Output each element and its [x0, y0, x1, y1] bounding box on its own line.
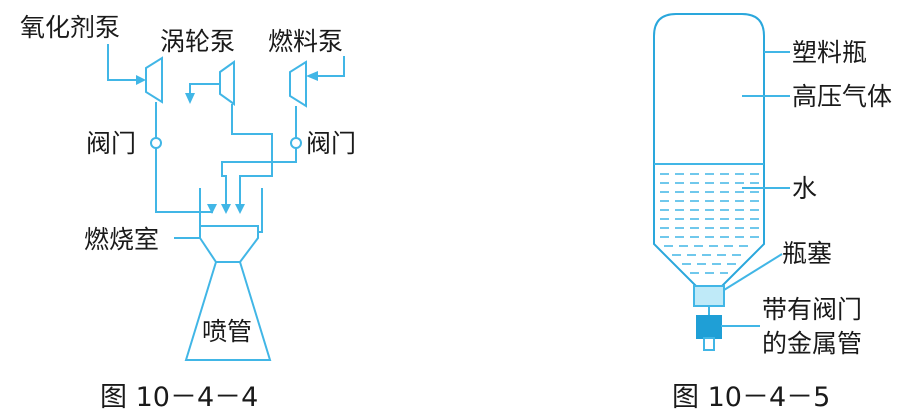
rocket-engine-diagram: 氧化剂泵 涡轮泵 燃料泵 阀门 阀门 燃烧室 喷管 图 10－4－4 [20, 13, 356, 413]
label-valve-right: 阀门 [306, 129, 356, 158]
label-stopper: 瓶塞 [782, 239, 832, 268]
nozzle-shape [184, 261, 272, 361]
label-valve-tube-line1: 带有阀门 [762, 295, 862, 324]
leader-stopper [723, 253, 783, 291]
label-high-pressure-gas: 高压气体 [792, 82, 892, 111]
label-water: 水 [792, 174, 817, 203]
fuel-pump-shape [289, 60, 307, 108]
label-fuel-pump: 燃料泵 [268, 27, 343, 56]
turbo-drive-arrow [235, 204, 245, 214]
fuel-inlet-line [316, 56, 345, 77]
valve-left-icon [150, 137, 162, 149]
tube-valve [696, 315, 722, 339]
oxidizer-pump-shape [145, 56, 163, 104]
turbo-pump-shape [219, 60, 235, 106]
label-plastic-bottle: 塑料瓶 [792, 38, 867, 67]
label-valve-tube-line2: 的金属管 [762, 329, 862, 358]
water-fill [660, 173, 760, 274]
turbo-exhaust-arrow [185, 93, 195, 104]
oxidizer-inlet-arrow [136, 75, 146, 85]
combustion-chamber-shape [199, 188, 263, 233]
oxidizer-feed-arrow [207, 204, 217, 214]
oxidizer-feed-line-bottom [155, 148, 213, 213]
valve-right-icon [290, 137, 302, 149]
metal-tube-lower [703, 337, 715, 351]
caption-left: 图 10－4－4 [100, 382, 258, 413]
fuel-feed-line-bottom [221, 148, 297, 206]
oxidizer-inlet-line [107, 44, 138, 81]
combustion-chamber-body [199, 226, 259, 263]
fuel-feed-arrow [221, 204, 231, 214]
turbo-exhaust-line [189, 83, 220, 94]
label-valve-left: 阀门 [86, 129, 136, 158]
label-nozzle: 喷管 [202, 317, 252, 346]
label-combustion-chamber: 燃烧室 [84, 225, 159, 254]
caption-right: 图 10－4－5 [672, 382, 830, 413]
bottle-stopper [693, 285, 725, 307]
label-turbo-pump: 涡轮泵 [160, 27, 235, 56]
bottle-diagram: 塑料瓶 高压气体 水 瓶塞 带有阀门 的金属管 图 10－4－5 [653, 13, 892, 413]
turbo-drive-line [231, 104, 273, 206]
plastic-bottle-shape [653, 13, 765, 287]
fuel-inlet-arrow [306, 71, 318, 81]
label-oxidizer-pump: 氧化剂泵 [20, 13, 120, 42]
